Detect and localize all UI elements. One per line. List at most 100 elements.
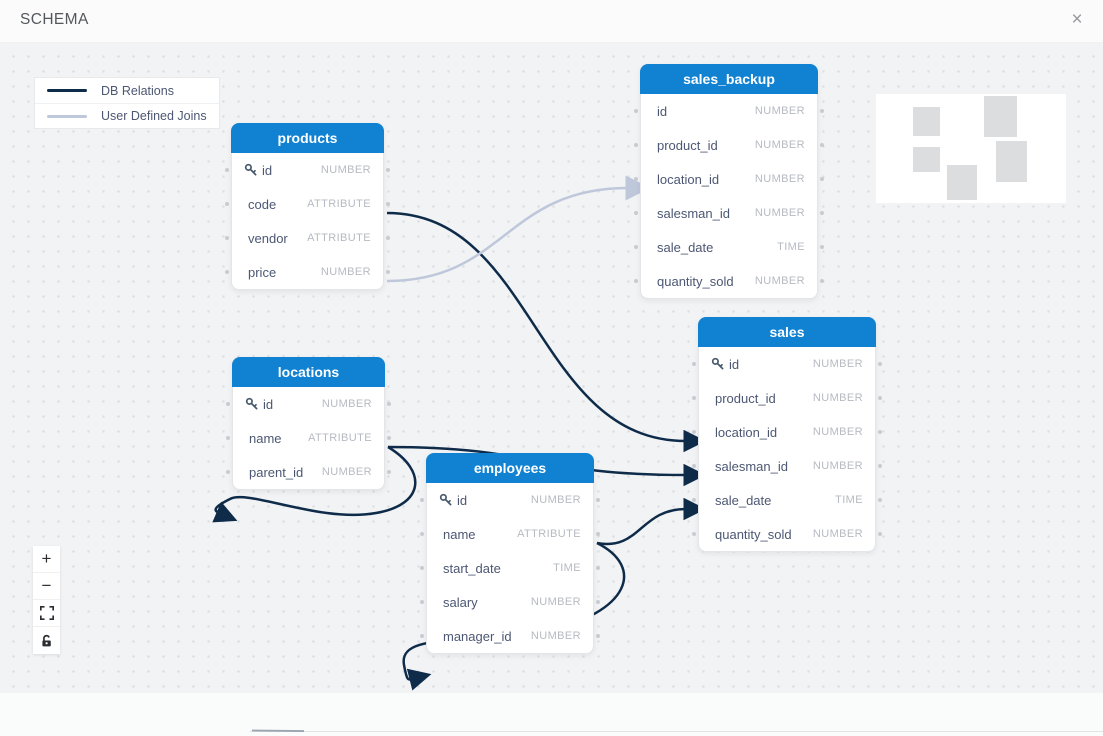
right-connector-handle[interactable] <box>386 202 390 206</box>
edge-locations-self-join[interactable] <box>212 445 417 523</box>
right-connector-handle[interactable] <box>878 464 882 468</box>
zoom-in-button[interactable]: + <box>33 546 60 573</box>
field-type: NUMBER <box>754 173 805 185</box>
field-type: NUMBER <box>754 275 805 287</box>
right-connector-handle[interactable] <box>820 211 824 215</box>
minimap-node-products <box>913 107 940 136</box>
left-connector-handle[interactable] <box>634 211 638 215</box>
left-connector-handle[interactable] <box>225 236 229 240</box>
right-connector-handle[interactable] <box>596 566 600 570</box>
edge-products-vendor-to-sales-backup-product-id[interactable] <box>386 175 651 283</box>
right-connector-handle[interactable] <box>820 109 824 113</box>
right-connector-handle[interactable] <box>386 168 390 172</box>
left-connector-handle[interactable] <box>225 202 229 206</box>
left-connector-handle[interactable] <box>692 498 696 502</box>
right-connector-handle[interactable] <box>596 634 600 638</box>
field-type: NUMBER <box>812 392 863 404</box>
edge-employees-id-to-sales-salesman-id[interactable] <box>596 497 706 546</box>
field-name: code <box>248 196 277 212</box>
toggle-interactivity-button[interactable] <box>33 627 60 654</box>
field-type: NUMBER <box>530 630 581 642</box>
minimap-node-sales-backup <box>984 96 1017 137</box>
right-connector-handle[interactable] <box>878 430 882 434</box>
field-type: ATTRIBUTE <box>307 232 371 244</box>
legend-item-user-defined-joins: User Defined Joins <box>35 103 219 128</box>
right-connector-handle[interactable] <box>878 396 882 400</box>
left-connector-handle[interactable] <box>634 109 638 113</box>
left-connector-handle[interactable] <box>420 566 424 570</box>
left-connector-handle[interactable] <box>634 177 638 181</box>
left-connector-handle[interactable] <box>226 436 230 440</box>
table-title[interactable]: sales_backup <box>640 64 818 94</box>
left-connector-handle[interactable] <box>420 634 424 638</box>
table-title[interactable]: locations <box>232 357 385 387</box>
table-title[interactable]: sales <box>698 317 876 347</box>
edge-products-id-to-sales-product-id[interactable] <box>386 211 706 453</box>
field-name: location_id <box>657 171 720 187</box>
canvas-bottom-dash <box>251 729 305 732</box>
left-connector-handle[interactable] <box>692 396 696 400</box>
left-connector-handle[interactable] <box>692 464 696 468</box>
right-connector-handle[interactable] <box>386 270 390 274</box>
field-name: salesman_id <box>715 458 788 474</box>
left-connector-handle[interactable] <box>692 430 696 434</box>
left-connector-handle[interactable] <box>692 362 696 366</box>
right-connector-handle[interactable] <box>820 177 824 181</box>
page-title: SCHEMA <box>20 11 89 28</box>
field-name: name <box>249 430 282 446</box>
right-connector-handle[interactable] <box>596 498 600 502</box>
left-connector-handle[interactable] <box>225 270 229 274</box>
table-title[interactable]: employees <box>426 453 594 483</box>
right-connector-handle[interactable] <box>878 362 882 366</box>
right-connector-handle[interactable] <box>596 600 600 604</box>
right-connector-handle[interactable] <box>387 436 391 440</box>
left-connector-handle[interactable] <box>692 532 696 536</box>
right-connector-handle[interactable] <box>878 498 882 502</box>
field-name: location_id <box>715 424 778 440</box>
right-connector-handle[interactable] <box>820 143 824 147</box>
right-connector-handle[interactable] <box>387 402 391 406</box>
zoom-out-button[interactable]: − <box>33 573 60 600</box>
field-name: salary <box>443 594 478 610</box>
right-connector-handle[interactable] <box>596 532 600 536</box>
fit-view-button[interactable] <box>33 600 60 627</box>
left-connector-handle[interactable] <box>226 402 230 406</box>
close-icon[interactable]: × <box>1071 9 1083 30</box>
schema-canvas[interactable]: DB Relations User Defined Joins products… <box>0 43 1103 732</box>
primary-key-icon <box>439 493 452 506</box>
left-connector-handle[interactable] <box>634 279 638 283</box>
left-connector-handle[interactable] <box>420 498 424 502</box>
right-connector-handle[interactable] <box>820 245 824 249</box>
left-connector-handle[interactable] <box>225 168 229 172</box>
right-connector-handle[interactable] <box>878 532 882 536</box>
field-type: NUMBER <box>320 266 371 278</box>
field-name: salesman_id <box>657 205 730 221</box>
right-connector-handle[interactable] <box>387 470 391 474</box>
field-type: NUMBER <box>812 358 863 370</box>
minimap[interactable] <box>876 94 1066 203</box>
right-connector-handle[interactable] <box>820 279 824 283</box>
right-connector-handle[interactable] <box>386 236 390 240</box>
primary-key-icon <box>244 163 257 176</box>
left-connector-handle[interactable] <box>634 143 638 147</box>
table-title[interactable]: products <box>231 123 384 153</box>
left-connector-handle[interactable] <box>420 600 424 604</box>
left-connector-handle[interactable] <box>420 532 424 536</box>
left-connector-handle[interactable] <box>634 245 638 249</box>
field-type: TIME <box>777 241 805 253</box>
left-connector-handle[interactable] <box>226 470 230 474</box>
